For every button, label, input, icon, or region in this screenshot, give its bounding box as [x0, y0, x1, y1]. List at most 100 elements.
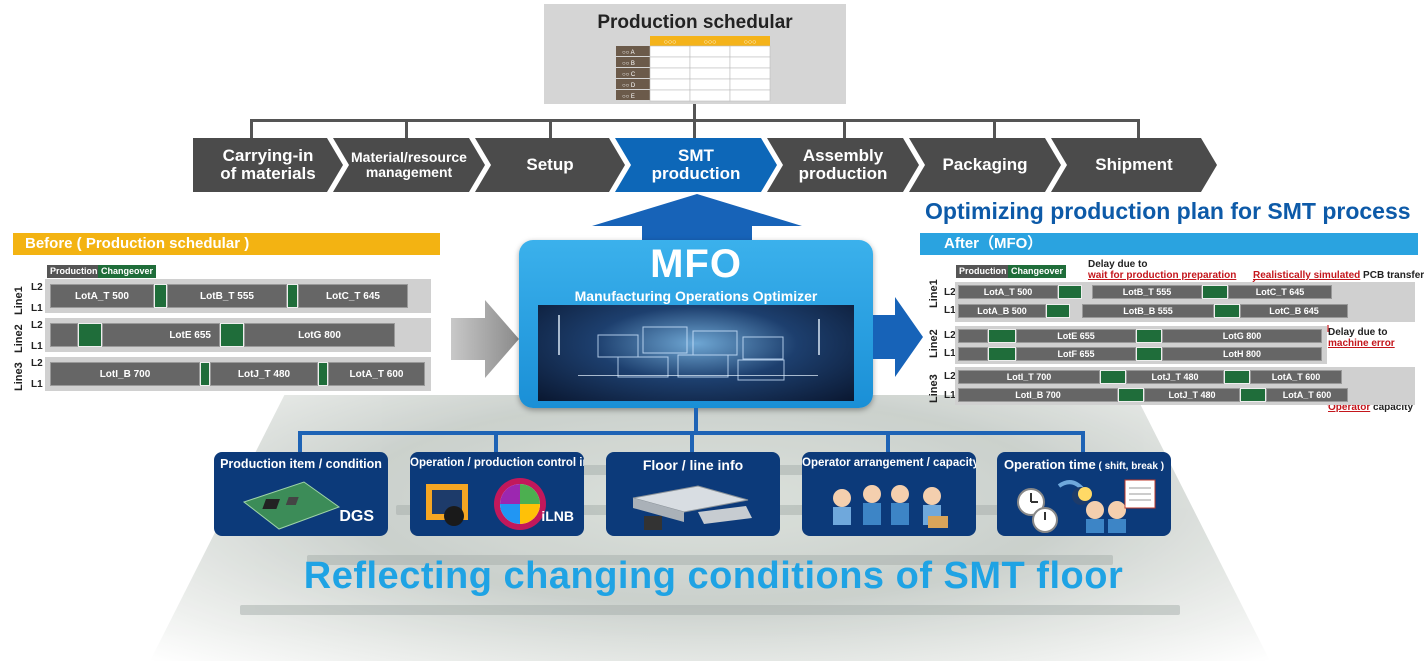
before-line1-row: LotA_T 500 LotB_T 555 LotC_T 645 — [45, 279, 431, 313]
process-carrying-in: Carrying-in of materials — [193, 138, 343, 192]
annotation-delay-prep: Delay due to wait for production prepara… — [1088, 259, 1237, 281]
gantt-bar: LotA_T 600 — [1250, 370, 1342, 384]
changeover-bar — [1202, 285, 1228, 299]
pcb-board-icon — [242, 481, 341, 530]
gantt-bar: LotE 655 — [102, 323, 220, 347]
before-line2-label: Line2 — [13, 324, 25, 353]
svg-text:○○ C: ○○ C — [622, 72, 636, 78]
changeover-bar — [78, 323, 102, 347]
gantt-bar: LotJ_T 480 — [1126, 370, 1224, 384]
gantt-bar: LotA_T 600 — [328, 362, 425, 386]
up-arrow — [592, 194, 802, 242]
gantt-bar: LotJ_T 480 — [210, 362, 318, 386]
factory-visual-image — [538, 305, 854, 401]
gantt-bar: LotB_T 555 — [1092, 285, 1202, 299]
svg-text:○○○: ○○○ — [704, 39, 717, 46]
process-setup: Setup — [475, 138, 625, 192]
gantt-bar: LotJ_T 480 — [1144, 388, 1240, 402]
svg-text:○○○: ○○○ — [744, 39, 757, 46]
changeover-bar — [988, 329, 1016, 343]
gantt-bar: LotC_B 645 — [1240, 304, 1348, 318]
legend-production: Production — [956, 265, 1010, 278]
changeover-bar — [1224, 370, 1250, 384]
scheduler-table: ○○○ ○○○ ○○○ ○○ A ○○ B ○○ C ○○ D ○○ E — [616, 36, 771, 102]
gantt-bar: LotI_B 700 — [50, 362, 200, 386]
after-line1-label: Line1 — [928, 279, 940, 308]
gantt-bar: LotA_B 500 — [958, 304, 1046, 318]
changeover-bar — [1118, 388, 1144, 402]
svg-text:○○ A: ○○ A — [622, 50, 635, 56]
svg-text:○○ D: ○○ D — [622, 83, 636, 89]
optimizing-title: Optimizing production plan for SMT proce… — [925, 198, 1411, 224]
changeover-bar — [1136, 329, 1162, 343]
svg-text:○○ B: ○○ B — [622, 61, 635, 67]
mfo-panel: MFO Manufacturing Operations Optimizer — [519, 240, 873, 408]
operators-icon — [833, 485, 948, 528]
gantt-bar: LotG 800 — [244, 323, 395, 347]
scheduler-connector — [693, 104, 696, 120]
gantt-bar: LotA_T 600 — [1266, 388, 1348, 402]
gantt-bar: LotF 655 — [1016, 347, 1136, 361]
changeover-bar — [318, 362, 328, 386]
input-floor-line: Floor / line info — [606, 452, 780, 536]
dgs-label: DGS — [339, 508, 374, 525]
after-header: After（MFO） — [920, 233, 1418, 255]
changeover-bar — [1240, 388, 1266, 402]
gantt-bar: LotB_B 555 — [1082, 304, 1214, 318]
gantt-bar: LotG 800 — [1162, 329, 1322, 343]
changeover-bar — [1046, 304, 1070, 318]
gantt-bar: LotB_T 555 — [167, 284, 287, 308]
changeover-bar — [1214, 304, 1240, 318]
input-operator-arrangement: Operator arrangement / capacity — [802, 452, 976, 536]
process-material-management: Material/resource management — [333, 138, 485, 192]
blue-arrow-right — [873, 297, 923, 377]
before-header: Before ( Production schedular ) — [13, 233, 440, 255]
before-line1-label: Line1 — [13, 286, 25, 315]
gantt-bar: LotC_T 645 — [1228, 285, 1332, 299]
input-operation-control: Operation / production control info iLNB — [410, 452, 584, 536]
changeover-bar — [1136, 347, 1162, 361]
ilnb-cycle-icon — [426, 478, 546, 530]
legend-changeover: Changeover — [1008, 265, 1067, 278]
smt-machines-icon — [632, 485, 752, 530]
svg-text:○○ E: ○○ E — [622, 94, 635, 100]
mfo-subtitle: Manufacturing Operations Optimizer — [574, 288, 818, 304]
gantt-bar — [958, 329, 988, 343]
gantt-bar: LotI_T 700 — [958, 370, 1100, 384]
process-smt-production: SMT production — [615, 138, 777, 192]
after-line1-row: LotA_T 500 LotB_T 555 LotC_T 645 LotA_B … — [955, 282, 1415, 322]
before-line3-row: LotI_B 700 LotJ_T 480 LotA_T 600 — [45, 357, 431, 391]
gray-arrow-right — [451, 300, 519, 378]
svg-text:○○○: ○○○ — [664, 39, 677, 46]
changeover-bar — [1100, 370, 1126, 384]
input-operation-time: Operation time ( shift, break ) — [997, 452, 1171, 536]
inputs-connector — [694, 408, 698, 433]
legend-production: Production — [47, 265, 101, 278]
legend-changeover: Changeover — [98, 265, 157, 278]
annotation-machine-error: Delay due to machine error — [1328, 327, 1395, 349]
changeover-bar — [1058, 285, 1082, 299]
changeover-bar — [220, 323, 244, 347]
gantt-bar: LotH 800 — [1162, 347, 1322, 361]
gantt-bar: LotC_T 645 — [298, 284, 408, 308]
after-line2-label: Line2 — [928, 329, 940, 358]
gantt-bar: LotI_B 700 — [958, 388, 1118, 402]
ilnb-label: iLNB — [541, 508, 574, 524]
gantt-bar — [50, 323, 78, 347]
process-assembly-production: Assembly production — [767, 138, 919, 192]
gantt-bar: LotE 655 — [1016, 329, 1136, 343]
gantt-bar — [958, 347, 988, 361]
mfo-title: MFO — [650, 242, 742, 286]
changeover-bar — [988, 347, 1016, 361]
after-line3-label: Line3 — [928, 374, 940, 403]
changeover-bar — [154, 284, 167, 308]
changeover-bar — [200, 362, 210, 386]
scheduler-title: Production schedular — [597, 12, 793, 33]
gantt-bar: LotA_T 500 — [958, 285, 1058, 299]
process-packaging: Packaging — [909, 138, 1061, 192]
input-production-item: Production item / condition DGS — [214, 452, 388, 536]
annotation-operator-capacity: Operator capacity — [1328, 402, 1414, 413]
gantt-bar: LotA_T 500 — [50, 284, 154, 308]
before-line2-row: LotE 655 LotG 800 — [45, 318, 431, 352]
after-line3-row: LotI_T 700 LotJ_T 480 LotA_T 600 LotI_B … — [955, 367, 1415, 405]
